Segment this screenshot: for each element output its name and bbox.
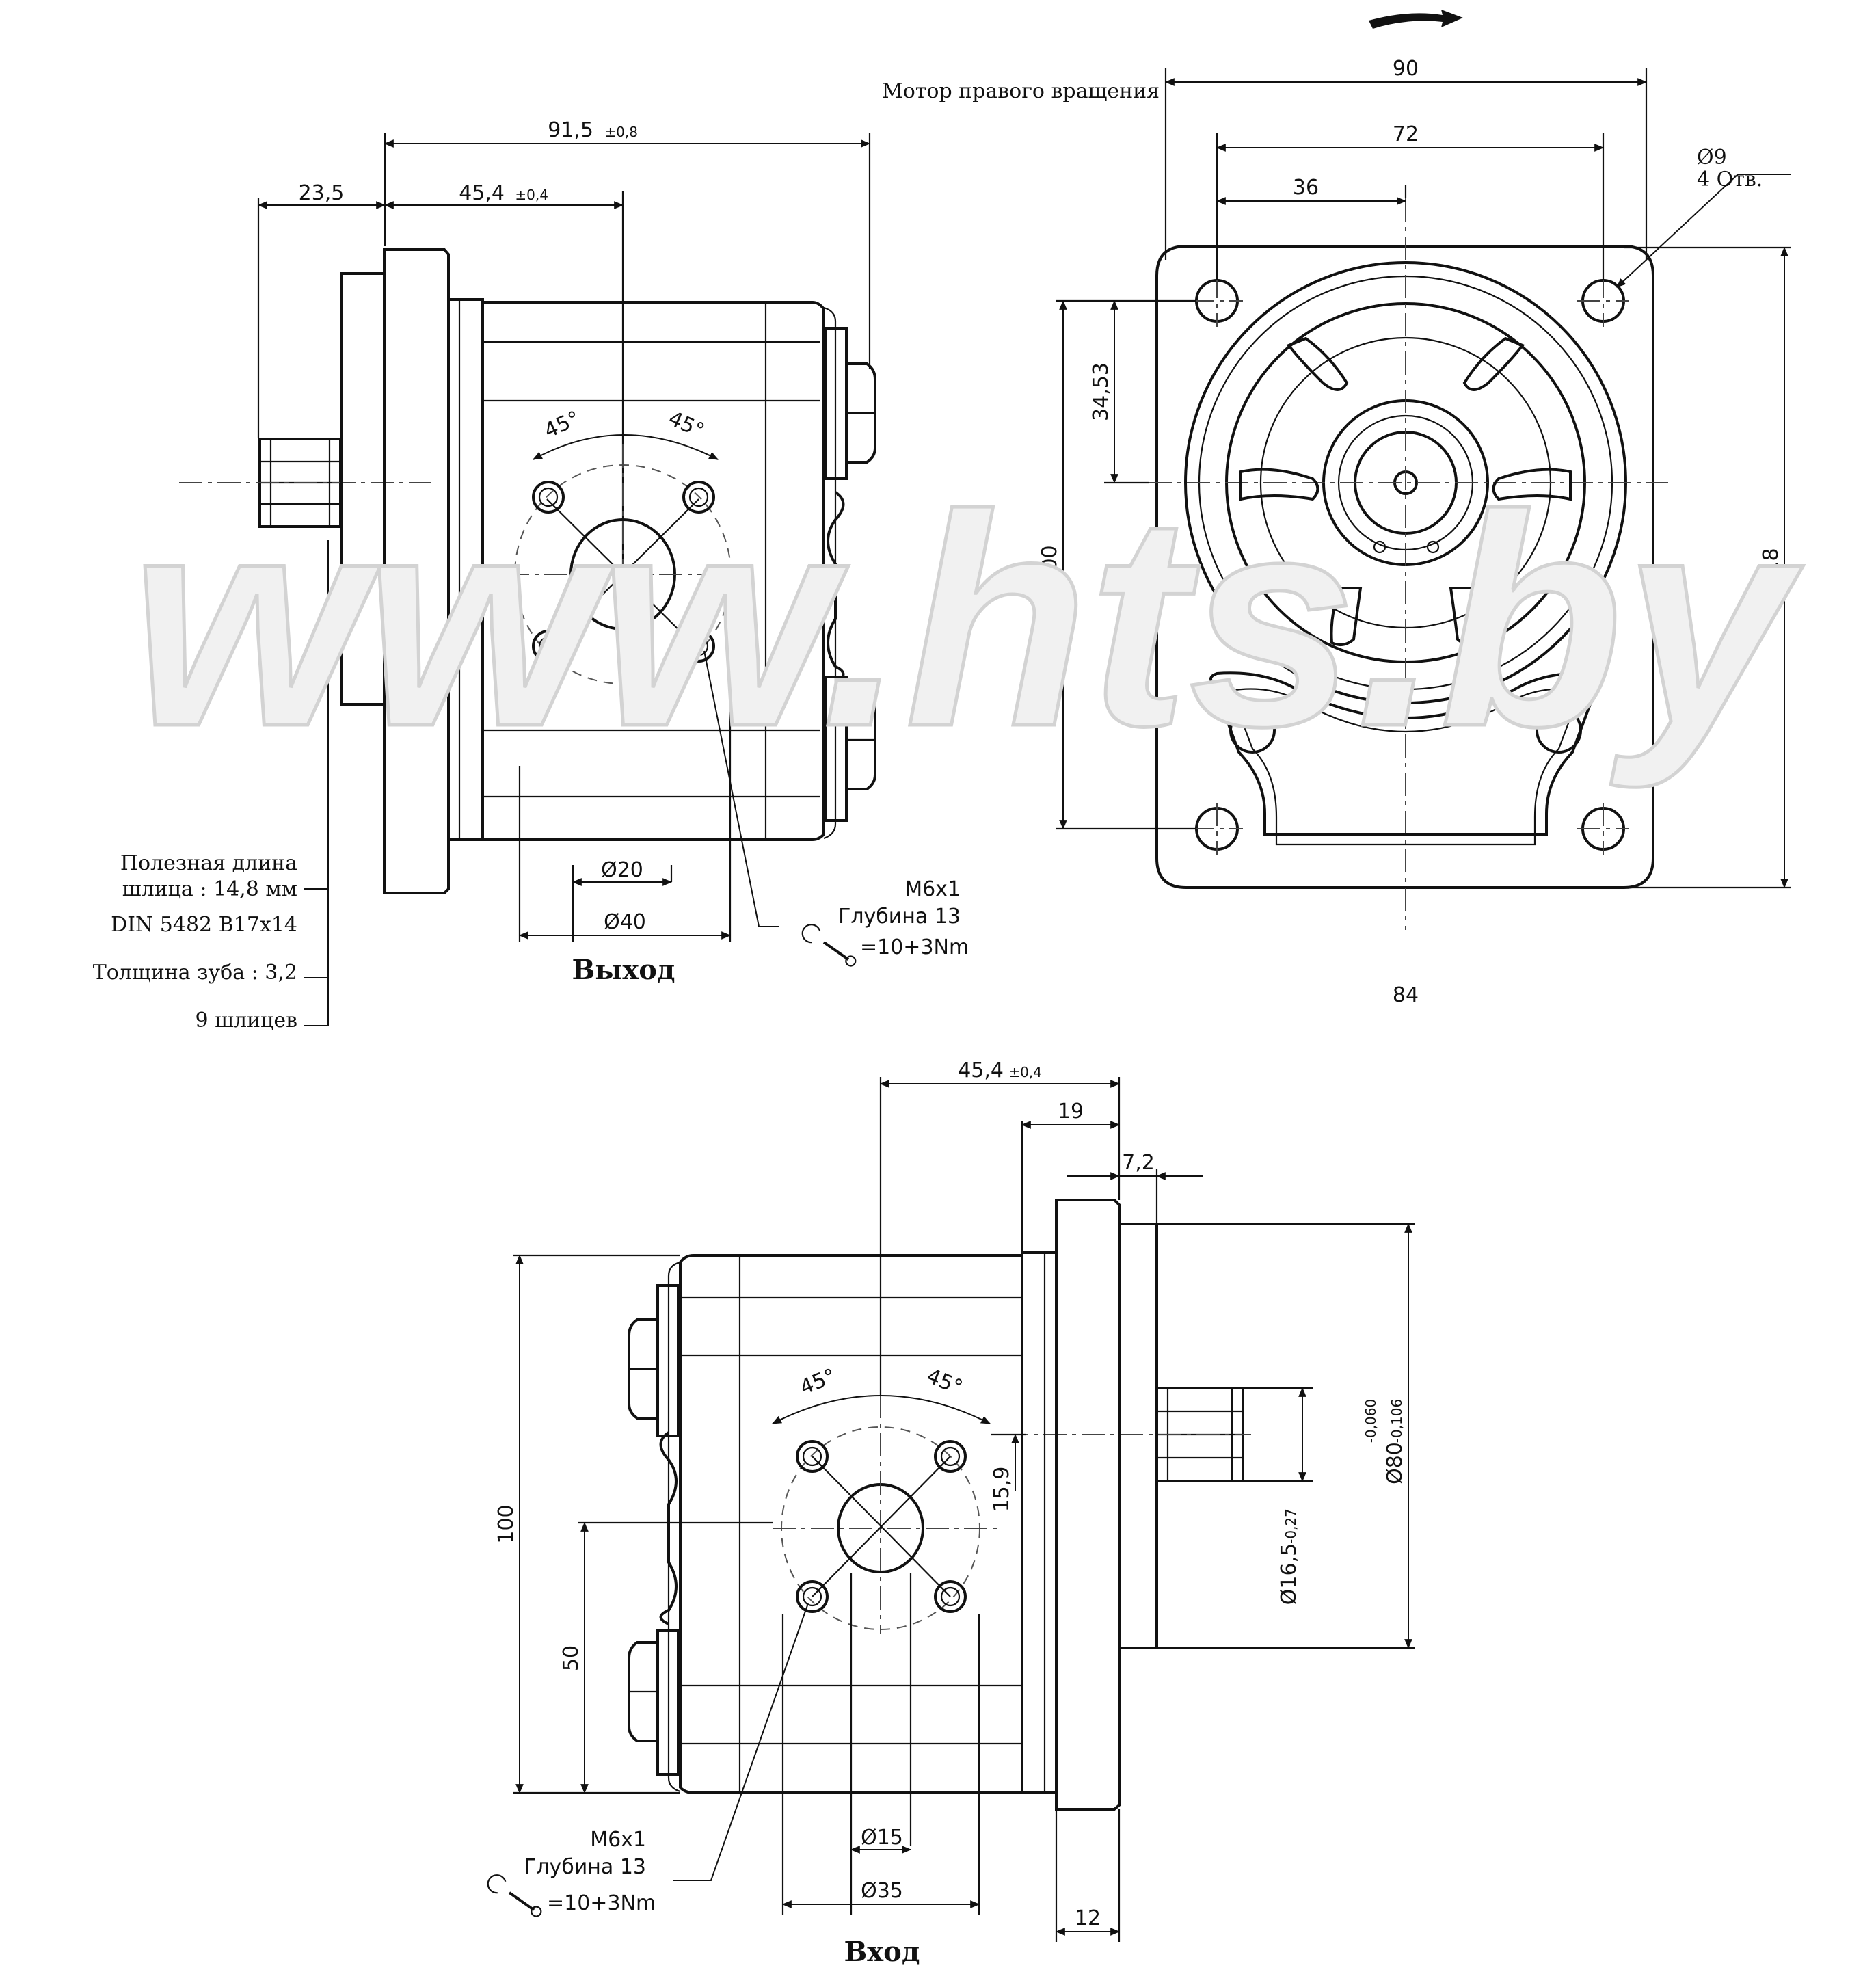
side-angle-left: 45° bbox=[541, 407, 584, 444]
side-view-dimension-text: 91,5 ±0,8 23,5 45,4 ±0,4 45° 45° Ø20 Ø40… bbox=[93, 118, 969, 1032]
wrench-icon bbox=[487, 1874, 542, 1917]
front-view-pilot bbox=[1149, 198, 1668, 930]
side-view: 91,5 ±0,8 23,5 45,4 ±0,4 45° 45° Ø20 Ø40… bbox=[93, 118, 969, 1032]
side-port-inner: Ø20 bbox=[601, 858, 643, 882]
front-dim-holes: 72 bbox=[1393, 122, 1419, 146]
bottom-dim-offset: 15,9 bbox=[990, 1467, 1014, 1513]
bottom-view-shaft bbox=[1005, 1387, 1251, 1482]
side-view-body-plate bbox=[447, 298, 484, 841]
bottom-thread-depth: Глубина 13 bbox=[524, 1855, 646, 1879]
bottom-port-inner: Ø15 bbox=[861, 1826, 903, 1850]
front-view-dimension-text: 90 72 36 34,53 100 118 84 Ø9 4 Отв. bbox=[1038, 57, 1783, 1007]
bottom-view-port-face bbox=[771, 1395, 998, 1634]
front-view-extension-lines bbox=[1056, 68, 1791, 889]
rotation-label: Мотор правого вращения bbox=[882, 79, 1160, 103]
bottom-dim-half: 50 bbox=[559, 1645, 583, 1671]
side-port-outer: Ø40 bbox=[604, 910, 646, 934]
bottom-view-body bbox=[659, 1254, 1022, 1794]
bottom-dim-port: 45,4 bbox=[958, 1058, 1004, 1082]
front-dim-vertical-offset: 34,53 bbox=[1089, 362, 1113, 421]
spline-note-1: Полезная длина bbox=[120, 851, 297, 875]
bottom-dim-pilot: 7,2 bbox=[1122, 1151, 1155, 1175]
side-view-dimension-lines bbox=[257, 139, 871, 1026]
spline-note-3: DIN 5482 B17x14 bbox=[111, 913, 297, 937]
bottom-port-title: Вход bbox=[844, 1936, 920, 1968]
side-view-port-face bbox=[506, 434, 745, 684]
bottom-dim-height: 100 bbox=[494, 1504, 518, 1543]
side-thread: M6x1 bbox=[904, 877, 961, 901]
front-view-dimension-lines bbox=[1059, 78, 1791, 889]
front-dim-width: 90 bbox=[1393, 57, 1419, 81]
side-thread-depth: Глубина 13 bbox=[838, 905, 961, 929]
side-view-bolt-bottom bbox=[825, 676, 876, 822]
bottom-view-port-holes bbox=[796, 1440, 967, 1613]
bottom-port-outer: Ø35 bbox=[861, 1879, 903, 1903]
front-dim-half: 36 bbox=[1293, 176, 1319, 200]
side-view-flange bbox=[383, 248, 450, 894]
bottom-dim-flange: 19 bbox=[1058, 1100, 1084, 1123]
bottom-view-extension-lines bbox=[513, 1077, 1415, 1942]
front-dim-height: 118 bbox=[1759, 548, 1783, 587]
side-angle-right: 45° bbox=[665, 407, 708, 444]
bottom-pilot-tol-upper: -0,060 bbox=[1363, 1399, 1379, 1443]
side-dim-overall-tol: ±0,8 bbox=[604, 124, 638, 140]
front-hole-dia: Ø9 bbox=[1697, 146, 1727, 170]
spline-note-4: Толщина зуба : 3,2 bbox=[93, 961, 297, 985]
side-view-port-holes bbox=[532, 481, 715, 663]
side-view-body bbox=[483, 301, 845, 841]
bottom-view-pilot bbox=[1118, 1223, 1158, 1649]
side-torque: =10+3Nm bbox=[860, 935, 969, 959]
side-view-extension-lines bbox=[257, 133, 871, 942]
front-dim-holes-vertical: 100 bbox=[1038, 545, 1062, 584]
bottom-shaft-tol: -0,27 bbox=[1283, 1508, 1299, 1544]
spline-note-5: 9 шлицев bbox=[195, 1009, 297, 1032]
bottom-view-flange bbox=[1055, 1199, 1121, 1811]
side-dim-overall: 91,5 bbox=[548, 118, 593, 142]
bottom-torque: =10+3Nm bbox=[547, 1891, 656, 1915]
bottom-flange-thk: 12 bbox=[1075, 1906, 1101, 1930]
bottom-view-bolt-top bbox=[628, 1284, 680, 1437]
bottom-pilot-tol-lower: -0,106 bbox=[1389, 1399, 1405, 1443]
bottom-angle-left: 45° bbox=[796, 1364, 839, 1400]
bottom-pilot-dia: Ø80 bbox=[1383, 1442, 1407, 1484]
bottom-view-dimension-text: 45,4 ±0,4 19 7,2 100 50 15,9 45° 45° Ø80… bbox=[494, 1058, 1407, 1968]
bottom-view-dimension-lines bbox=[515, 1080, 1412, 1936]
front-hole-count: 4 Отв. bbox=[1697, 168, 1763, 191]
side-dim-shaft: 23,5 bbox=[299, 181, 345, 205]
watermark: www.hts.by bbox=[131, 453, 1807, 790]
wrench-icon bbox=[801, 924, 857, 967]
bottom-angle-right: 45° bbox=[923, 1364, 965, 1400]
front-view-ribs bbox=[1240, 336, 1572, 647]
bottom-dim-port-tol: ±0,4 bbox=[1008, 1064, 1042, 1080]
side-dim-port-tol: ±0,4 bbox=[515, 187, 548, 203]
rotation-arrow-icon bbox=[1369, 10, 1463, 29]
bottom-view: 45,4 ±0,4 19 7,2 100 50 15,9 45° 45° Ø80… bbox=[487, 1058, 1415, 1968]
front-view: Мотор правого вращения bbox=[882, 10, 1791, 1007]
bottom-thread: M6x1 bbox=[590, 1828, 646, 1852]
spline-note-2: шлица : 14,8 мм bbox=[122, 877, 297, 901]
bottom-shaft-dia: Ø16,5 bbox=[1277, 1543, 1301, 1605]
bottom-view-body-plate bbox=[1021, 1251, 1058, 1794]
front-dim-bottom: 84 bbox=[1393, 983, 1419, 1007]
side-dim-port: 45,4 bbox=[459, 181, 505, 205]
side-view-bolt-top bbox=[825, 327, 876, 480]
front-view-lower-pad bbox=[1209, 671, 1602, 846]
side-port-title: Выход bbox=[572, 954, 675, 986]
bottom-view-bolt-bottom bbox=[628, 1629, 680, 1776]
